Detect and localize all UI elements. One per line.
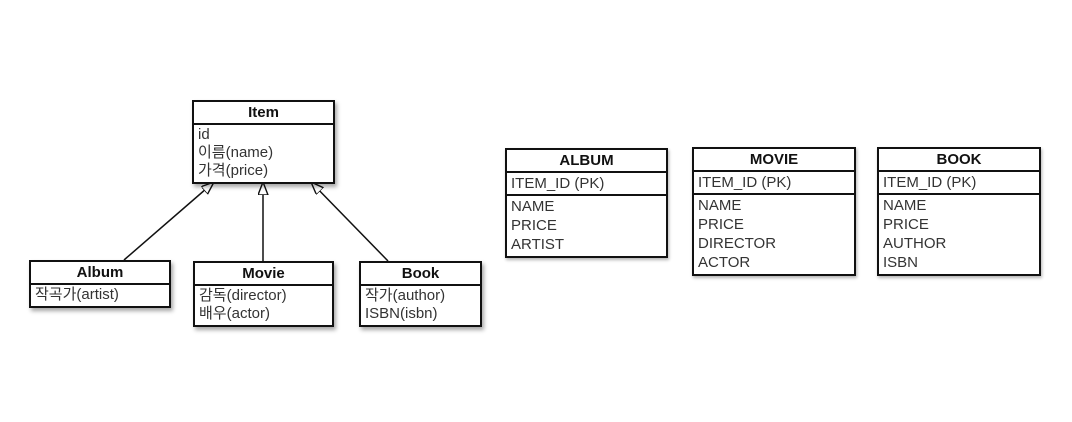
db-table-columns: NAME PRICE DIRECTOR ACTOR [694,195,854,274]
db-column: AUTHOR [883,235,947,252]
uml-field: 배우(actor) [199,305,270,322]
inheritance-arrow-album-to-item [123,182,214,261]
uml-field: 작곡가(artist) [35,286,119,303]
uml-field: 가격(price) [198,162,269,179]
db-table-pk: ITEM_ID (PK) [879,172,1039,195]
uml-class-title: Item [194,102,333,125]
uml-class-title: Movie [195,263,332,286]
db-column: PRICE [883,216,929,233]
uml-class-title: Album [31,262,169,285]
db-table-title: BOOK [879,149,1039,172]
db-table-title: MOVIE [694,149,854,172]
uml-class-book: Book 작가(author)ISBN(isbn) [359,261,482,327]
inheritance-arrow-book-to-item [311,182,389,262]
db-table-columns: NAME PRICE AUTHOR ISBN [879,195,1039,274]
uml-field: 감독(director) [199,287,287,304]
db-table-pk: ITEM_ID (PK) [507,173,666,196]
uml-field: id [198,126,210,143]
uml-field: 작가(author) [365,287,446,304]
db-table-movie: MOVIE ITEM_ID (PK) NAME PRICE DIRECTOR ACTO… [692,147,856,276]
uml-field: 이름(name) [198,144,274,161]
uml-class-fields: 작가(author)ISBN(isbn) [361,286,480,325]
db-table-pk: ITEM_ID (PK) [694,172,854,195]
db-column: NAME [511,198,555,215]
uml-class-album: Album 작곡가(artist) [29,260,171,308]
uml-class-title: Book [361,263,480,286]
db-table-title: ALBUM [507,150,666,173]
db-column: ISBN [883,254,919,271]
db-column: ACTOR [698,254,751,271]
uml-field: ISBN(isbn) [365,305,438,322]
db-table-book: BOOK ITEM_ID (PK) NAME PRICE AUTHOR ISBN [877,147,1041,276]
db-column: PRICE [511,217,557,234]
db-table-album: ALBUM ITEM_ID (PK) NAME PRICE ARTIST [505,148,668,258]
uml-class-fields: 감독(director)배우(actor) [195,286,332,325]
db-column: NAME [883,197,927,214]
db-column: DIRECTOR [698,235,777,252]
uml-class-fields: 작곡가(artist) [31,285,169,306]
db-column: PRICE [698,216,744,233]
db-column: NAME [698,197,742,214]
db-column: ARTIST [511,236,565,253]
db-table-columns: NAME PRICE ARTIST [507,196,666,256]
uml-class-movie: Movie 감독(director)배우(actor) [193,261,334,327]
